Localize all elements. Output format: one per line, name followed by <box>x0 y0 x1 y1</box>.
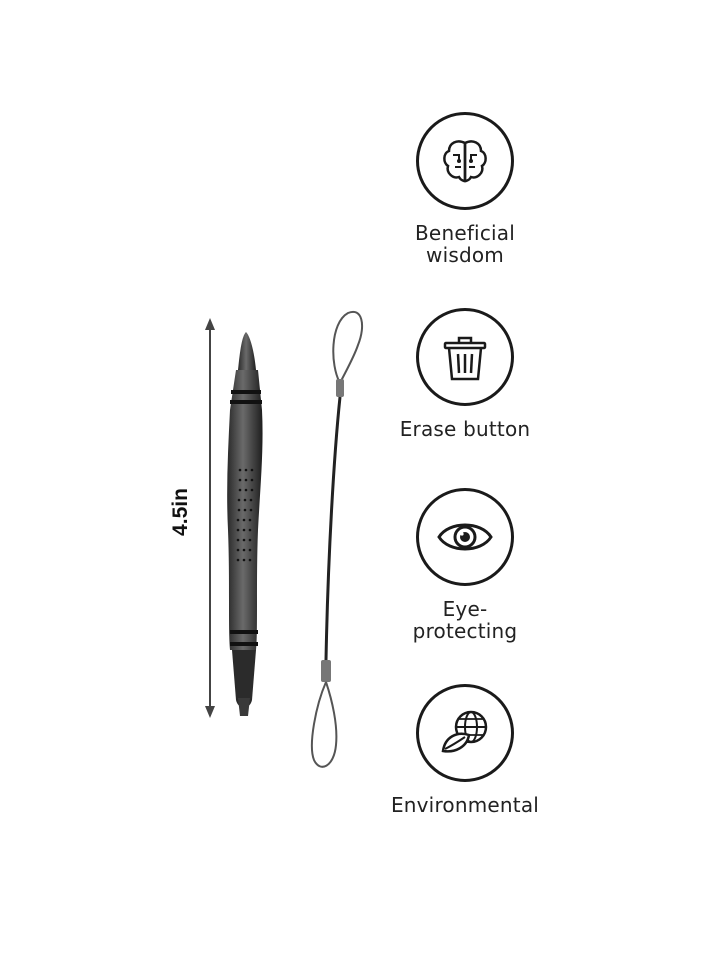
feature-badge <box>416 488 514 586</box>
feature-environmental: Environmental <box>380 684 550 816</box>
stylus-pen-image <box>210 330 274 720</box>
length-dimension-arrow <box>196 318 224 718</box>
feature-label-line1: Eye- <box>442 597 488 621</box>
lanyard-cord-image <box>300 305 380 775</box>
globe-leaf-icon <box>441 710 488 753</box>
feature-badge <box>416 684 514 782</box>
feature-erase-button: Erase button <box>380 308 550 440</box>
feature-label-line2: wisdom <box>426 243 504 267</box>
feature-badge <box>416 308 514 406</box>
length-label: 4.5in <box>169 488 192 536</box>
feature-badge <box>416 112 514 210</box>
feature-beneficial-wisdom: Beneficial wisdom <box>380 112 550 266</box>
eye-icon <box>437 523 493 551</box>
feature-label-line2: protecting <box>412 619 518 643</box>
brain-icon <box>443 140 487 183</box>
feature-label-line1: Beneficial <box>415 221 515 245</box>
feature-eye-protecting: Eye- protecting <box>380 488 550 642</box>
feature-label-line1: Erase button <box>399 417 531 441</box>
feature-label-line1: Environmental <box>390 793 540 817</box>
trash-can-icon <box>443 336 487 381</box>
